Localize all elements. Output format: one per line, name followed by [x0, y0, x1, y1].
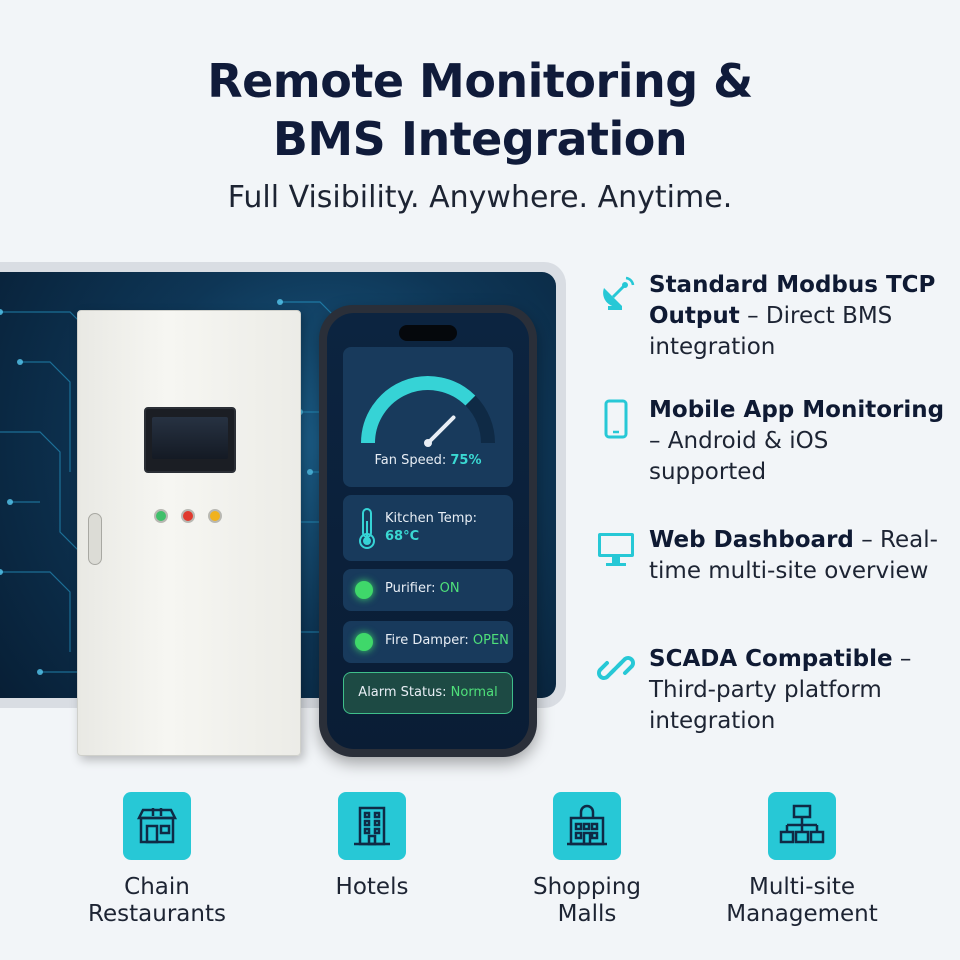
- title-line-2: BMS Integration: [272, 112, 688, 166]
- status-indicator-dot: [355, 581, 373, 599]
- phone-screen: Fan Speed: 75% Kitchen Temp: 68°C Purifi…: [327, 313, 529, 749]
- door-handle: [88, 513, 102, 565]
- alarm-status-card[interactable]: Alarm Status: Normal: [343, 672, 513, 714]
- green-indicator-light: [154, 509, 168, 523]
- smartphone-device: Fan Speed: 75% Kitchen Temp: 68°C Purifi…: [319, 305, 537, 757]
- fire-damper-status-card[interactable]: Fire Damper: OPEN: [343, 621, 513, 663]
- feature-text: Standard Modbus TCP Output – Direct BMS …: [649, 272, 936, 360]
- hmi-panel: [144, 407, 236, 473]
- feature-text: Mobile App Monitoring – Android & iOS su…: [649, 397, 945, 485]
- kitchen-temp-value: 68°C: [385, 529, 420, 544]
- status-indicator-dot: [355, 633, 373, 651]
- fan-speed-text: Fan Speed: 75%: [374, 453, 482, 468]
- network-hierarchy-icon: [768, 792, 836, 860]
- hmi-screen: [152, 417, 228, 459]
- thermometer-icon: [359, 508, 375, 549]
- segment-label: Hotels: [335, 874, 409, 900]
- link-icon: [597, 656, 635, 680]
- kitchen-temp-card[interactable]: Kitchen Temp: 68°C: [343, 495, 513, 561]
- shopping-mall-icon: [553, 792, 621, 860]
- title-line-1: Remote Monitoring &: [207, 54, 753, 108]
- feature-text: SCADA Compatible – Third-party platform …: [649, 646, 912, 734]
- purifier-status-card[interactable]: Purifier: ON: [343, 569, 513, 611]
- page-subtitle: Full Visibility. Anywhere. Anytime.: [227, 180, 733, 215]
- red-indicator-light: [181, 509, 195, 523]
- purifier-status-text: Purifier: ON: [385, 581, 460, 596]
- gauge-needle: [426, 415, 456, 445]
- fire-damper-status-value: OPEN: [472, 633, 509, 648]
- segment-hotels: Hotels: [272, 792, 472, 901]
- smartphone-icon: [604, 399, 628, 439]
- page-title: Remote Monitoring & BMS Integration: [0, 52, 960, 168]
- fan-speed-value: 75%: [450, 453, 482, 468]
- amber-indicator-light: [208, 509, 222, 523]
- control-cabinet: [77, 310, 301, 756]
- restaurant-icon: [123, 792, 191, 860]
- gauge-fill-arc: [361, 376, 476, 444]
- hotel-icon: [338, 792, 406, 860]
- feature-text: Web Dashboard – Real-time multi-site ove…: [649, 527, 938, 584]
- purifier-status-value: ON: [439, 581, 460, 596]
- kitchen-temp-text: Kitchen Temp: 68°C: [385, 511, 478, 544]
- monitor-icon: [598, 533, 634, 566]
- fire-damper-status-text: Fire Damper: OPEN: [385, 633, 509, 648]
- phone-notch: [399, 325, 457, 341]
- alarm-status-value: Normal: [450, 685, 498, 700]
- fan-speed-gauge: [361, 376, 495, 447]
- fan-speed-card[interactable]: Fan Speed: 75%: [343, 347, 513, 487]
- satellite-dish-icon: [603, 276, 635, 310]
- alarm-status-label: Alarm Status:: [358, 685, 447, 700]
